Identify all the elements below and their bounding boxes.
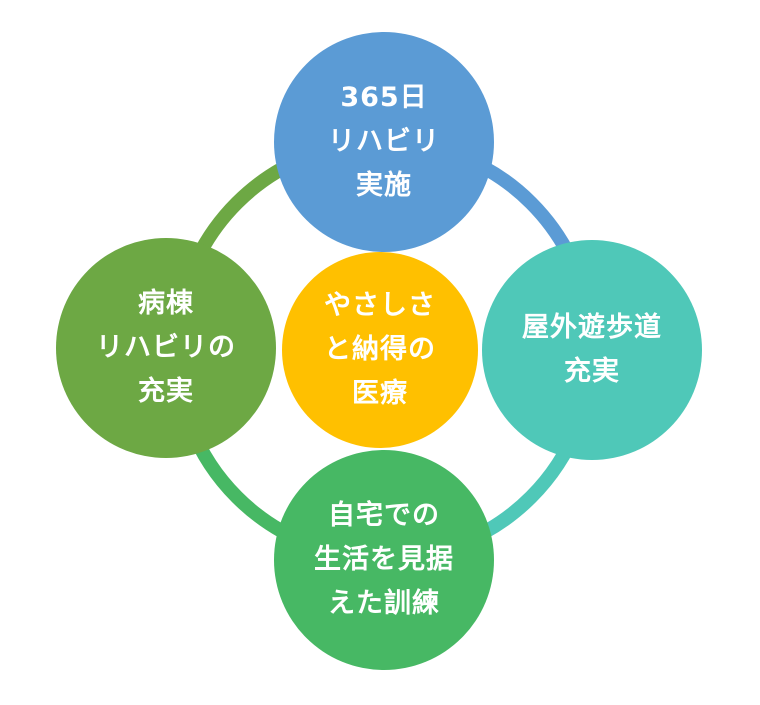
node-circle-left xyxy=(56,238,276,458)
node-circle-right xyxy=(482,240,702,460)
node-circle-center xyxy=(282,252,478,448)
node-circle-top xyxy=(274,32,494,252)
node-circle-bottom xyxy=(274,450,494,670)
